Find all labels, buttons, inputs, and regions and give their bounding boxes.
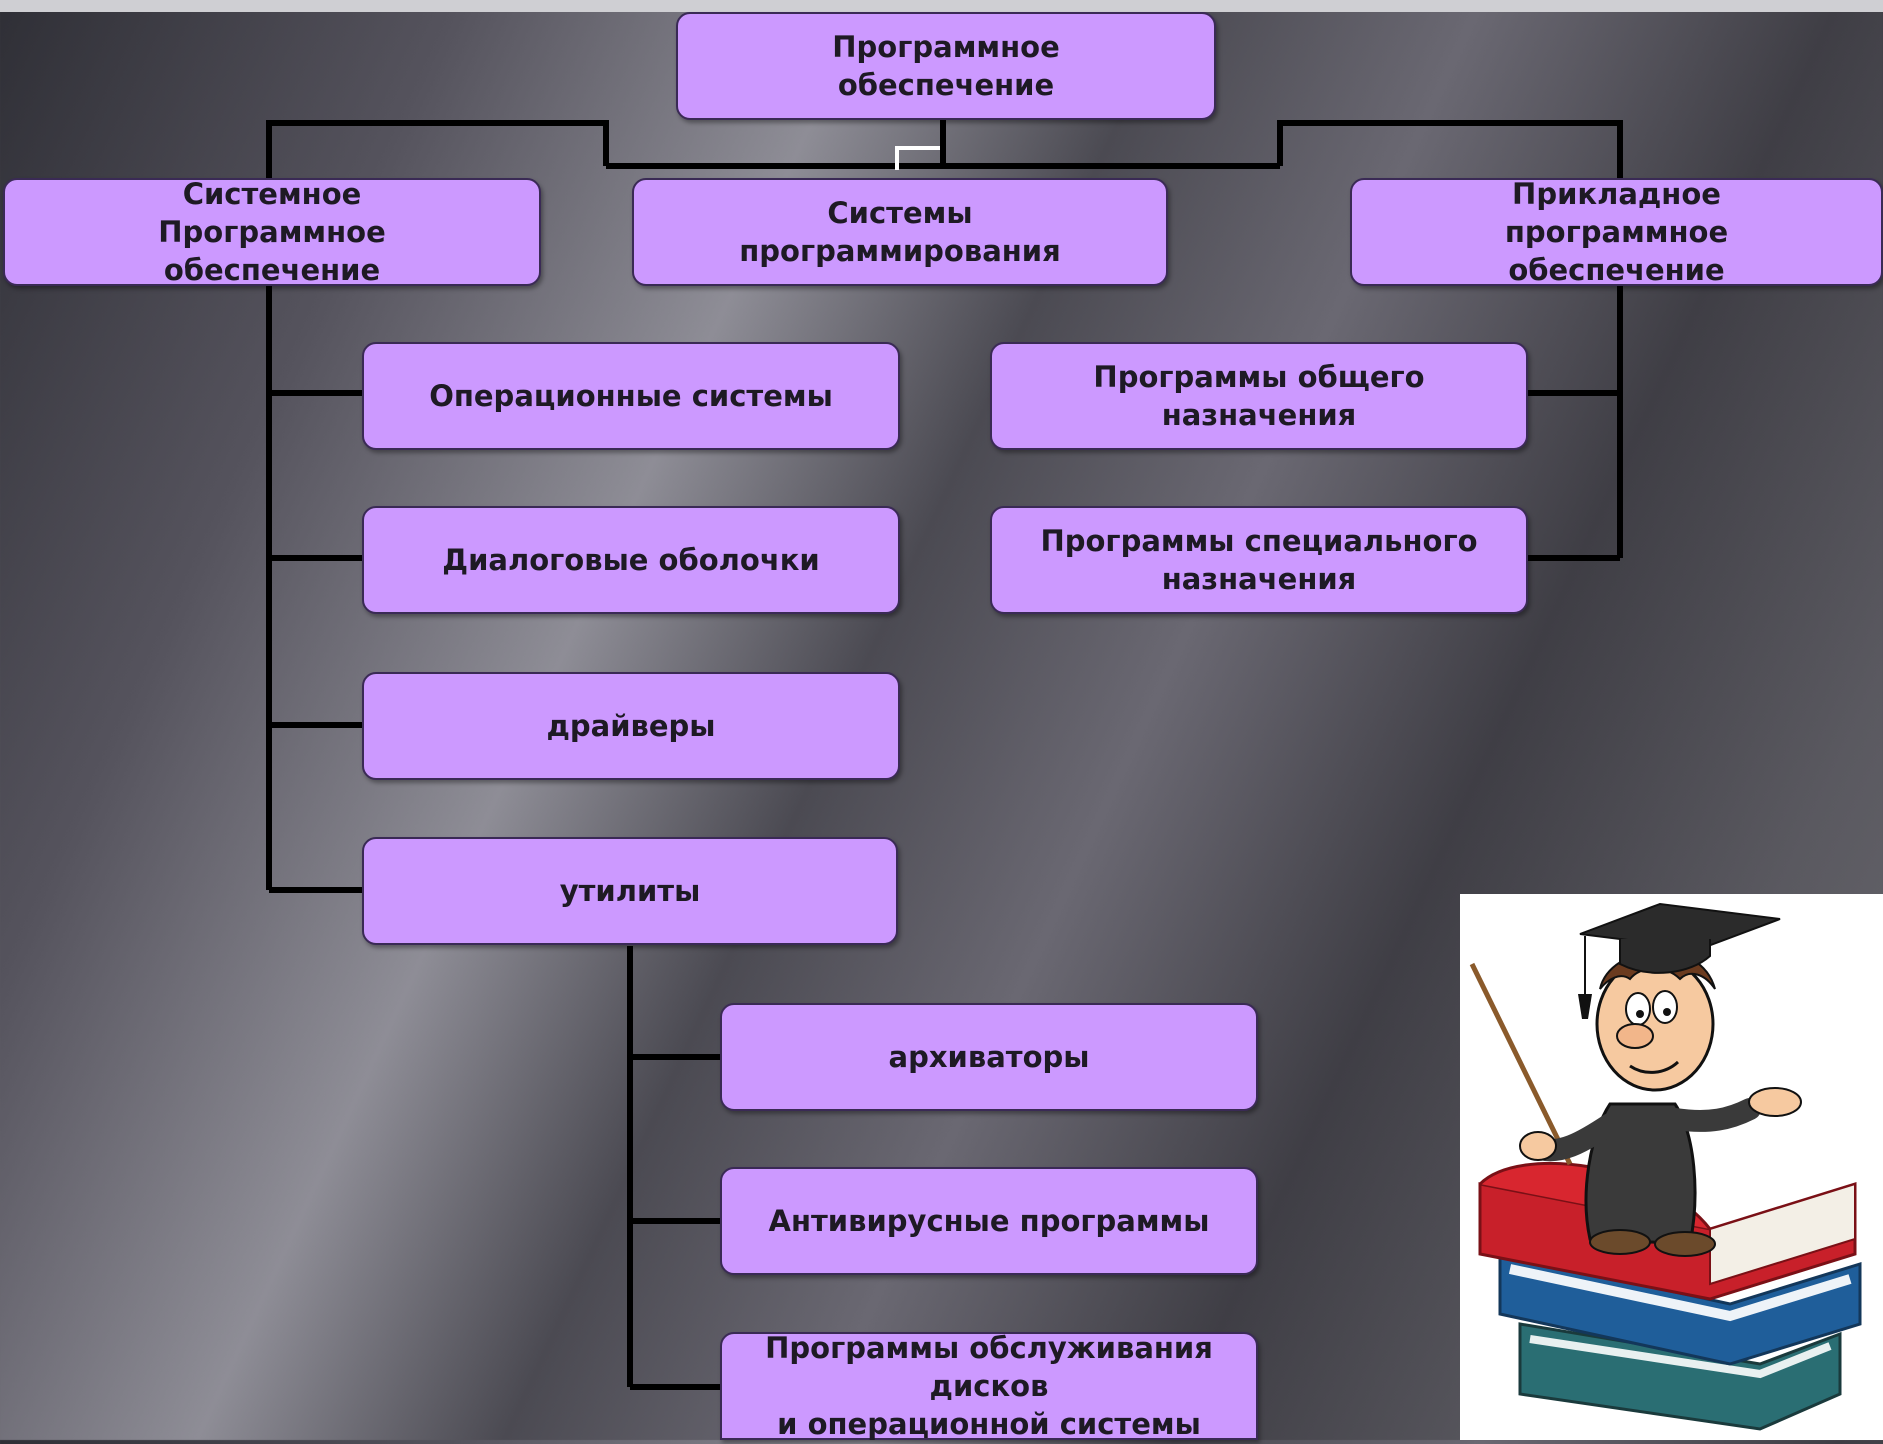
box-general-purpose: Программы общего назначения [990,342,1528,450]
connector-to-system [266,120,609,178]
box-archivers: архиваторы [720,1003,1258,1111]
box-dialog-shells: Диалоговые оболочки [362,506,900,614]
box-drivers: драйверы [362,672,900,780]
connector-to-applied [1277,120,1623,178]
box-programming-systems: Системы программирования [632,178,1168,286]
slide-top-border [0,0,1883,12]
box-disk-service: Программы обслуживания дисков и операцио… [720,1331,1258,1441]
box-applied-software: Прикладное программное обеспечение [1350,177,1883,287]
box-utilities: утилиты [362,837,898,945]
box-special-purpose: Программы специального назначения [990,506,1528,614]
professor-on-books-icon [1469,902,1862,1431]
pointer-stick-icon [1469,962,1573,1166]
box-operating-systems: Операционные системы [362,342,900,450]
white-bracket-mark [895,146,940,170]
box-system-software: Системное Программное обеспечение [3,177,541,287]
professor-illustration [1460,894,1883,1440]
box-antivirus: Антивирусные программы [720,1167,1258,1275]
box-root: Программное обеспечение [676,12,1216,120]
